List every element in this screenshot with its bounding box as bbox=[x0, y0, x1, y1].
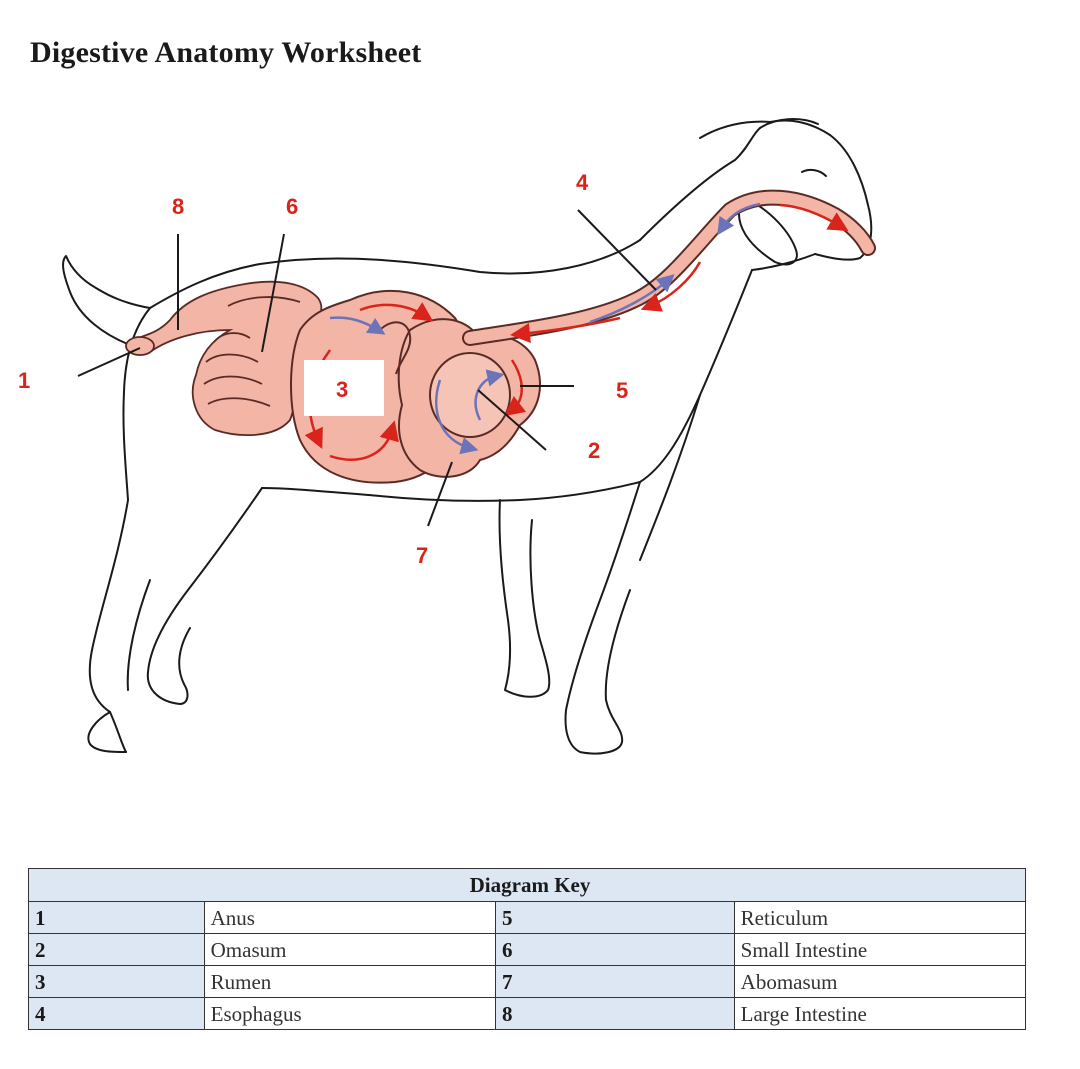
goat-outline bbox=[62, 118, 873, 755]
key-heading: Diagram Key bbox=[28, 868, 1026, 902]
key-number: 1 bbox=[28, 901, 205, 934]
key-number: 3 bbox=[28, 965, 205, 998]
key-term: Omasum bbox=[203, 933, 496, 966]
key-number: 4 bbox=[28, 997, 205, 1030]
key-number: 8 bbox=[494, 997, 735, 1030]
key-term: Abomasum bbox=[733, 965, 1027, 998]
key-number: 5 bbox=[494, 901, 735, 934]
label-5: 5 bbox=[616, 378, 628, 403]
table-row: 4 Esophagus 8 Large Intestine bbox=[28, 997, 1027, 1030]
key-term: Esophagus bbox=[203, 997, 496, 1030]
stomach-cluster bbox=[379, 318, 541, 478]
label-2: 2 bbox=[588, 438, 600, 463]
label-1: 1 bbox=[18, 368, 30, 393]
rumen-label-box bbox=[304, 360, 384, 416]
label-6: 6 bbox=[286, 194, 298, 219]
label-7: 7 bbox=[416, 543, 428, 568]
key-term: Large Intestine bbox=[733, 997, 1027, 1030]
key-term: Reticulum bbox=[733, 901, 1027, 934]
label-8: 8 bbox=[172, 194, 184, 219]
key-number: 7 bbox=[494, 965, 735, 998]
table-row: 1 Anus 5 Reticulum bbox=[28, 901, 1027, 934]
key-number: 6 bbox=[494, 933, 735, 966]
number-labels: 1 2 3 4 5 6 7 8 bbox=[18, 170, 628, 568]
key-header-row: Diagram Key bbox=[28, 868, 1026, 902]
goat-digestive-diagram: 1 2 3 4 5 6 7 8 bbox=[18, 118, 876, 755]
label-3: 3 bbox=[336, 377, 348, 402]
key-term: Anus bbox=[203, 901, 496, 934]
table-row: 2 Omasum 6 Small Intestine bbox=[28, 933, 1027, 966]
diagram-key-table: Diagram Key 1 Anus 5 Reticulum 2 Omasum … bbox=[28, 868, 1027, 1030]
label-4: 4 bbox=[576, 170, 589, 195]
key-number: 2 bbox=[28, 933, 205, 966]
leader-lines bbox=[77, 209, 657, 527]
table-row: 3 Rumen 7 Abomasum bbox=[28, 965, 1027, 998]
key-term: Rumen bbox=[203, 965, 496, 998]
worksheet-title: Digestive Anatomy Worksheet bbox=[30, 36, 422, 69]
key-term: Small Intestine bbox=[733, 933, 1027, 966]
